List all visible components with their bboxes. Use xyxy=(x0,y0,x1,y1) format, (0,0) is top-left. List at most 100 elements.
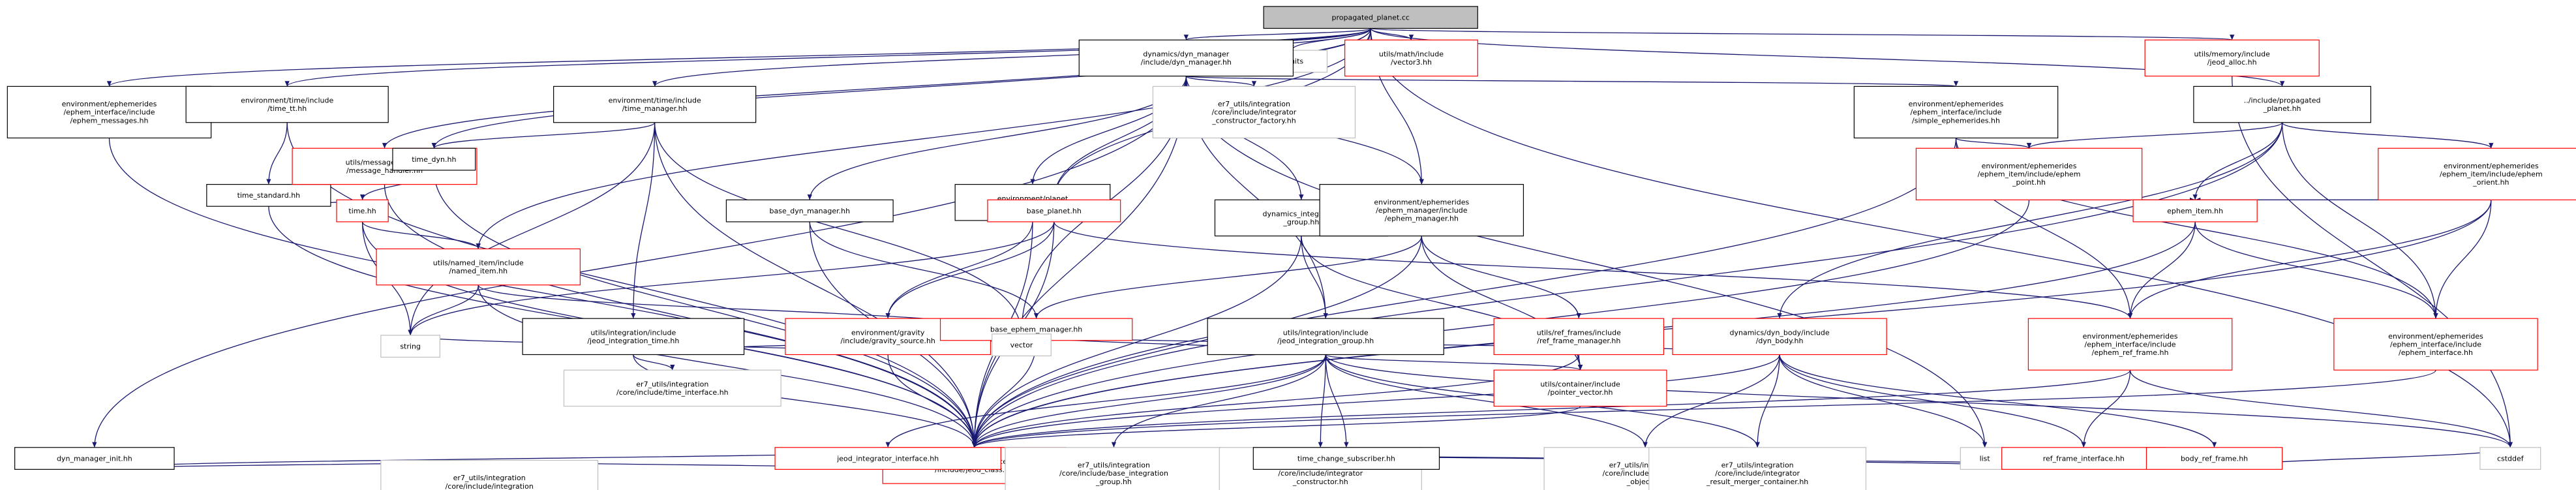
node-box xyxy=(376,248,581,286)
node-label-line: /pointer_vector.hh xyxy=(1548,388,1613,397)
node-label-line: ephem_item.hh xyxy=(2167,207,2223,215)
edge-time_manager-to-string xyxy=(408,122,656,335)
node-jeod-integration-group[interactable]: utils/integration/include/jeod_integrati… xyxy=(1207,318,1444,356)
edge-planet-to-gravity_source xyxy=(885,220,1033,319)
node-label-line: environment/ephemerides xyxy=(2388,332,2483,341)
edge-ephem_manager-to-ref_frame_manager xyxy=(1421,236,1581,319)
node-box xyxy=(774,447,1001,470)
node-box xyxy=(336,199,389,222)
node-base-planet[interactable]: base_planet.hh xyxy=(987,199,1121,222)
node-er7-result-merger[interactable]: er7_utils/integration/core/include/integ… xyxy=(1648,447,1867,490)
node-ref-frame-interface[interactable]: ref_frame_interface.hh xyxy=(2001,447,2166,470)
node-label-line: dynamics/dyn_manager xyxy=(1143,50,1229,58)
edge-jeod_alloc-to-cstddef xyxy=(2232,76,2513,448)
edge-jeod_integration_group-to-er7_integrator_constructor xyxy=(1318,354,1326,448)
node-body-ref-frame[interactable]: body_ref_frame.hh xyxy=(2145,447,2283,470)
node-box xyxy=(380,459,599,490)
node-label-line: er7_utils/integration xyxy=(1721,461,1794,469)
edge-ephem_manager-to-jeod_class xyxy=(971,236,1422,448)
node-label-line: _point.hh xyxy=(2012,178,2046,187)
node-label-line: list xyxy=(1980,454,1991,463)
edge-base_ephem_manager-to-jeod_class xyxy=(971,340,1037,448)
edge-time_manager-to-jeod_class xyxy=(654,122,977,448)
node-label-line: /ephem_interface.hh xyxy=(2399,348,2473,357)
node-ephem-interface[interactable]: environment/ephemerides/ephem_interface/… xyxy=(2333,318,2538,371)
edge-ephem_item-to-ephem_ref_frame xyxy=(2127,221,2196,319)
edge-dyn_body-to-ref_frame_interface xyxy=(1779,354,2086,448)
node-ephem-ref-frame[interactable]: environment/ephemerides/ephem_interface/… xyxy=(2027,318,2233,371)
edge-jeod_integration_group-to-jeod_class xyxy=(972,354,1326,448)
edge-dyn_manager-to-base_dyn_manager xyxy=(807,76,1187,200)
node-label-line: environment/time/include xyxy=(609,97,701,105)
node-time-change-subscriber[interactable]: time_change_subscriber.hh xyxy=(1252,447,1440,470)
node-time-standard[interactable]: time_standard.hh xyxy=(206,184,331,207)
node-root[interactable]: propagated_planet.cc xyxy=(1263,6,1478,29)
node-er7-integrator-constructor-factory[interactable]: er7_utils/integration/core/include/integ… xyxy=(1152,85,1356,139)
node-label-line: /jeod_alloc.hh xyxy=(2207,58,2257,67)
node-box xyxy=(2479,447,2541,470)
node-label-line: propagated_planet.cc xyxy=(1332,13,1410,22)
node-box xyxy=(1319,184,1524,237)
edge-ephem_interface-to-jeod_class xyxy=(972,369,2436,448)
node-jeod-alloc[interactable]: utils/memory/include/jeod_alloc.hh xyxy=(2144,39,2320,77)
node-ref-frame-manager[interactable]: utils/ref_frames/include/ref_frame_manag… xyxy=(1493,318,1665,356)
node-label-line: /simple_ephemerides.hh xyxy=(1912,116,2000,125)
node-ephem-orient[interactable]: environment/ephemerides/ephem_item/inclu… xyxy=(2378,147,2576,200)
edge-jeod_integration_group-to-er7_integrable_object xyxy=(1325,354,1648,448)
node-string[interactable]: string xyxy=(380,335,440,358)
node-propagated-planet-hh[interactable]: ../include/propagated_planet.hh xyxy=(2193,85,2372,123)
edge-time_hh-to-named_item xyxy=(361,221,481,249)
node-named-item[interactable]: utils/named_item/include/named_item.hh xyxy=(376,248,581,286)
node-label-line: /time_tt.hh xyxy=(267,104,307,113)
node-time-tt[interactable]: environment/time/include/time_tt.hh xyxy=(185,85,389,123)
node-dyn-manager[interactable]: dynamics/dyn_manager/include/dyn_manager… xyxy=(1078,39,1294,77)
edge-dynamics_integration_group-to-jeod_class xyxy=(971,236,1302,448)
edge-ephem_orient-to-ephem_ref_frame xyxy=(2127,200,2492,319)
edge-pointer_vector-to-jeod_class xyxy=(972,405,1581,448)
node-cstddef[interactable]: cstddef xyxy=(2479,447,2541,470)
edge-jeod_integration_group-to-er7_base_integration_group xyxy=(1111,354,1326,448)
node-box xyxy=(725,199,894,222)
node-list[interactable]: list xyxy=(1960,447,2010,470)
node-label-line: /jeod_integration_group.hh xyxy=(1277,337,1374,345)
node-er7-time-interface[interactable]: er7_utils/integration/core/include/time_… xyxy=(563,369,781,407)
node-base-dyn-manager[interactable]: base_dyn_manager.hh xyxy=(725,199,894,222)
node-jeod-integrator-interface[interactable]: jeod_integrator_interface.hh xyxy=(774,447,1001,470)
node-label-line: /ephem_interface/include xyxy=(1911,108,2002,117)
node-label-line: jeod_integrator_interface.hh xyxy=(836,454,939,463)
edge-simple_ephemerides-to-jeod_class xyxy=(972,138,1957,448)
node-dyn-body[interactable]: dynamics/dyn_body/include/dyn_body.hh xyxy=(1672,318,1887,356)
node-box xyxy=(1207,318,1444,356)
node-label-line: environment/gravity xyxy=(851,328,925,337)
node-ephem-manager[interactable]: environment/ephemerides/ephem_manager/in… xyxy=(1319,184,1524,237)
edge-named_item-to-string xyxy=(408,284,479,335)
node-vector[interactable]: vector xyxy=(992,333,1052,357)
edge-named_item-to-jeod_class xyxy=(477,284,977,448)
node-er7-base-integration-group[interactable]: er7_utils/integration/core/include/base_… xyxy=(1005,447,1223,490)
edge-propagated_planet_hh-to-ephem_point xyxy=(2027,122,2283,149)
node-vector3[interactable]: utils/math/include/vector3.hh xyxy=(1344,39,1478,77)
node-ephem-item[interactable]: ephem_item.hh xyxy=(2132,199,2258,222)
node-time-hh[interactable]: time.hh xyxy=(336,199,389,222)
node-label-line: _group.hh xyxy=(1282,218,1319,226)
node-jeod-integration-time[interactable]: utils/integration/include/jeod_integrati… xyxy=(522,318,745,356)
node-pointer-vector[interactable]: utils/container/include/pointer_vector.h… xyxy=(1493,369,1667,407)
node-simple-ephemerides[interactable]: environment/ephemerides/ephem_interface/… xyxy=(1853,85,2059,139)
node-ephem-point[interactable]: environment/ephemerides/ephem_item/inclu… xyxy=(1915,147,2143,200)
node-box xyxy=(2132,199,2258,222)
edge-root-to-dyn_manager xyxy=(1183,27,1371,40)
node-label-line: time_change_subscriber.hh xyxy=(1297,454,1395,463)
edge-time_dyn-to-jeod_class xyxy=(433,170,977,448)
node-box xyxy=(14,447,175,470)
node-box xyxy=(553,85,757,123)
node-time-dyn[interactable]: time_dyn.hh xyxy=(392,147,476,171)
node-label-line: /ephem_interface/include xyxy=(2390,340,2481,348)
node-er7-integration-technique[interactable]: er7_utils/integration/core/include/integ… xyxy=(380,459,599,490)
edge-propagated_planet_hh-to-ephem_orient xyxy=(2282,122,2494,149)
node-label-line: /ephem_item/include/ephem xyxy=(1978,170,2081,179)
node-dyn-manager-init[interactable]: dyn_manager_init.hh xyxy=(14,447,175,470)
node-label-line: /time_manager.hh xyxy=(622,104,688,113)
node-eph-messages[interactable]: environment/ephemerides/ephem_interface/… xyxy=(7,85,212,139)
node-box xyxy=(2193,85,2372,123)
node-time-manager[interactable]: environment/time/include/time_manager.hh xyxy=(553,85,757,123)
